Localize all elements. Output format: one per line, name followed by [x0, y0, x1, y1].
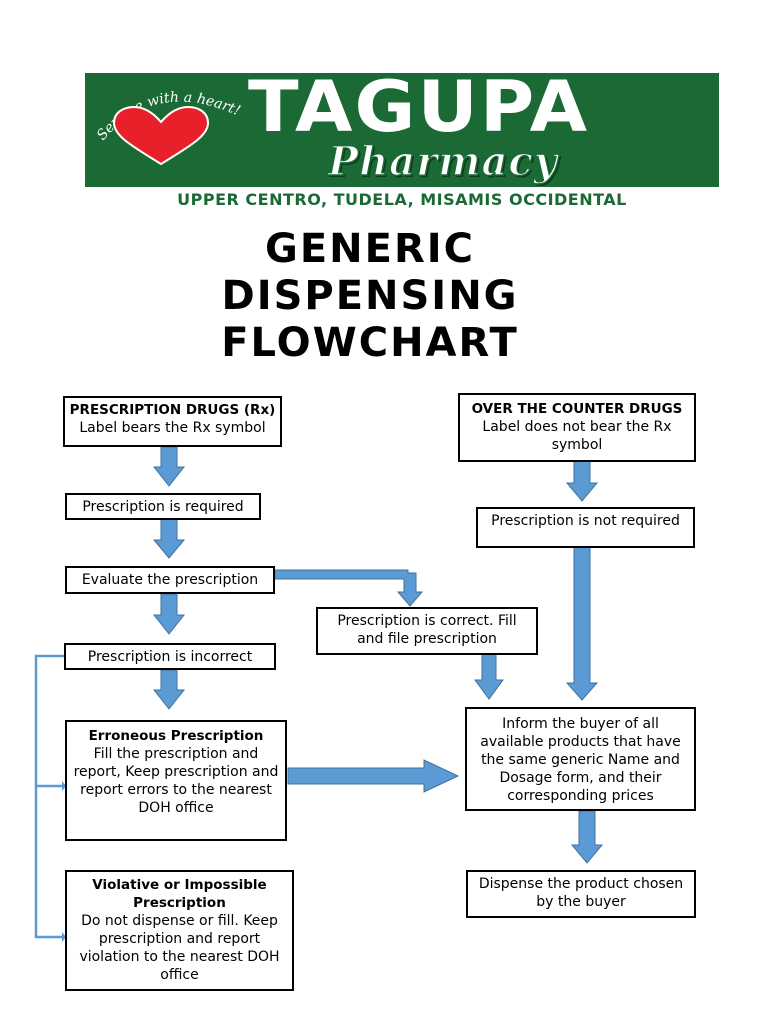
node-text: Fill the prescription and report, Keep p… [73, 746, 279, 816]
arrow-evaluate-to-incorrect [152, 593, 186, 635]
node-heading: OVER THE COUNTER DRUGS [471, 401, 683, 417]
arrow-erroneous-to-inform [287, 759, 460, 793]
arrow-required-to-evaluate [152, 518, 186, 559]
node-evaluate-prescription: Evaluate the prescription [65, 566, 275, 594]
arrow-incorrect-to-erroneous [152, 669, 186, 710]
node-text: Evaluate the prescription [81, 572, 259, 588]
arrow-evaluate-to-correct [274, 569, 424, 607]
node-prescription-incorrect: Prescription is incorrect [64, 643, 276, 670]
title-line-1: GENERIC [265, 226, 475, 272]
node-prescription-not-required: Prescription is not required [476, 507, 695, 548]
arrow-otc-to-not-required [565, 460, 599, 502]
address-line: UPPER CENTRO, TUDELA, MISAMIS OCCIDENTAL [177, 190, 627, 209]
brand-subtitle: Pharmacy [327, 138, 558, 185]
node-text: Dispense the product chosen by the buyer [478, 876, 684, 910]
arrow-not-required-to-inform [565, 546, 599, 701]
node-violative-prescription: Violative or Impossible Prescription Do … [65, 870, 294, 991]
arrow-rx-to-required [152, 446, 186, 487]
node-text: Label bears the Rx symbol [79, 420, 266, 436]
node-text: Label does not bear the Rx symbol [482, 419, 672, 453]
node-text: Prescription is required [82, 499, 244, 515]
heart-icon [112, 106, 210, 166]
node-prescription-required: Prescription is required [65, 493, 261, 520]
node-heading: Violative or Impossible Prescription [92, 877, 267, 911]
node-erroneous-prescription: Erroneous Prescription Fill the prescrip… [65, 720, 287, 841]
arrow-correct-to-inform [474, 653, 504, 700]
node-text: Prescription is correct. Fill and file p… [337, 613, 517, 647]
node-prescription-correct: Prescription is correct. Fill and file p… [316, 607, 538, 655]
bracket-incorrect [34, 654, 64, 939]
brand-name: TAGUPA [248, 66, 590, 148]
node-prescription-drugs: PRESCRIPTION DRUGS (Rx) Label bears the … [63, 396, 282, 447]
node-heading: PRESCRIPTION DRUGS (Rx) [69, 402, 276, 418]
node-heading: Erroneous Prescription [88, 728, 264, 744]
node-text: Prescription is incorrect [87, 649, 253, 665]
node-text: Do not dispense or fill. Keep prescripti… [79, 913, 280, 983]
node-text: Inform the buyer of all available produc… [480, 716, 681, 804]
arrow-inform-to-dispense [570, 810, 604, 864]
title-line-3: FLOWCHART [221, 320, 519, 366]
node-inform-buyer: Inform the buyer of all available produc… [465, 707, 696, 811]
node-text: Prescription is not required [491, 513, 680, 529]
node-over-the-counter: OVER THE COUNTER DRUGS Label does not be… [458, 393, 696, 462]
title-line-2: DISPENSING [221, 273, 519, 319]
node-dispense-product: Dispense the product chosen by the buyer [466, 870, 696, 918]
page-title: GENERIC DISPENSING FLOWCHART [150, 226, 590, 367]
